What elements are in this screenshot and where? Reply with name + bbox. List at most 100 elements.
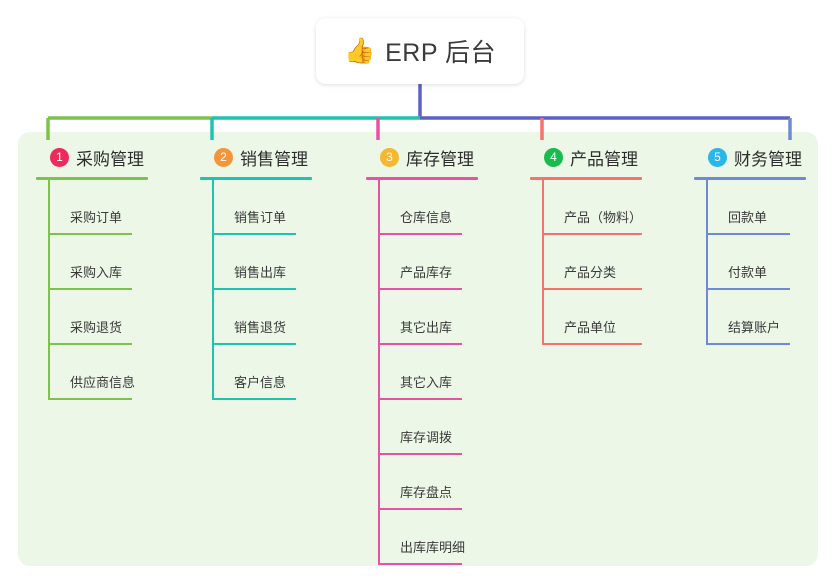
column-items: 采购订单采购入库采购退货供应商信息 (36, 180, 148, 400)
column-title: 采购管理 (76, 149, 144, 169)
list-item-label: 产品（物料） (564, 210, 643, 225)
list-item[interactable]: 采购入库 (36, 235, 148, 290)
list-item-label: 销售退货 (234, 320, 287, 335)
column-items: 销售订单销售出库销售退货客户信息 (200, 180, 312, 400)
list-item[interactable]: 结算账户 (694, 290, 806, 345)
list-item-label: 采购订单 (70, 210, 123, 225)
list-item-rule (48, 288, 132, 290)
list-item[interactable]: 仓库信息 (366, 180, 478, 235)
list-item[interactable]: 销售出库 (200, 235, 312, 290)
list-item[interactable]: 产品库存 (366, 235, 478, 290)
column-title: 库存管理 (406, 149, 474, 169)
list-item-rule (542, 343, 642, 345)
list-item-label: 回款单 (728, 210, 768, 225)
column-items: 回款单付款单结算账户 (694, 180, 806, 345)
column-title: 产品管理 (570, 149, 638, 169)
list-item[interactable]: 销售退货 (200, 290, 312, 345)
list-item[interactable]: 销售订单 (200, 180, 312, 235)
column-number-badge: 3 (380, 147, 399, 167)
list-item-label: 采购入库 (70, 265, 123, 280)
column-underline (36, 177, 148, 180)
list-item-rule (212, 288, 296, 290)
list-item[interactable]: 产品（物料） (530, 180, 642, 235)
list-item[interactable]: 库存调拨 (366, 400, 478, 455)
column-number-badge: 2 (214, 147, 233, 167)
list-item-rule (542, 233, 642, 235)
list-item[interactable]: 产品单位 (530, 290, 642, 345)
column-header[interactable]: 2 销售管理 (200, 144, 312, 170)
list-item-rule (212, 343, 296, 345)
column-number-badge: 1 (50, 147, 69, 167)
list-item[interactable]: 其它入库 (366, 345, 478, 400)
list-item-rule (48, 398, 132, 400)
column-header[interactable]: 3 库存管理 (366, 144, 478, 170)
column-spine (48, 180, 50, 400)
list-item[interactable]: 客户信息 (200, 345, 312, 400)
list-item-rule (378, 398, 462, 400)
column-spine (378, 180, 380, 565)
list-item-label: 结算账户 (728, 320, 781, 335)
list-item[interactable]: 产品分类 (530, 235, 642, 290)
list-item-rule (378, 288, 462, 290)
list-item-label: 供应商信息 (70, 375, 136, 390)
list-item-label: 产品库存 (400, 265, 453, 280)
column-underline (366, 177, 478, 180)
list-item[interactable]: 供应商信息 (36, 345, 148, 400)
list-item[interactable]: 采购退货 (36, 290, 148, 345)
column-items: 仓库信息产品库存其它出库其它入库库存调拨库存盘点出库库明细 (366, 180, 478, 565)
list-item-label: 客户信息 (234, 375, 287, 390)
list-item-label: 其它出库 (400, 320, 453, 335)
list-item-rule (378, 453, 462, 455)
column-4: 4 产品管理产品（物料） 产品分类产品单位 (530, 144, 642, 345)
column-title: 销售管理 (240, 149, 308, 169)
column-spine (212, 180, 214, 400)
list-item-rule (706, 343, 790, 345)
list-item-label: 库存盘点 (400, 485, 453, 500)
column-title: 财务管理 (734, 149, 802, 169)
thumbs-up-icon: 👍 (343, 36, 376, 65)
list-item-label: 销售出库 (234, 265, 287, 280)
column-1: 1 采购管理采购订单采购入库采购退货供应商信息 (36, 144, 148, 400)
column-2: 2 销售管理销售订单销售出库销售退货客户信息 (200, 144, 312, 400)
list-item[interactable]: 回款单 (694, 180, 806, 235)
list-item[interactable]: 采购订单 (36, 180, 148, 235)
root-title: ERP 后台 (385, 39, 497, 67)
list-item[interactable]: 其它出库 (366, 290, 478, 345)
column-number-badge: 5 (708, 147, 727, 167)
list-item[interactable]: 付款单 (694, 235, 806, 290)
column-3: 3 库存管理仓库信息产品库存其它出库其它入库库存调拨库存盘点出库库明细 (366, 144, 478, 565)
list-item-label: 产品分类 (564, 265, 617, 280)
list-item-rule (706, 233, 790, 235)
list-item[interactable]: 出库库明细 (366, 510, 478, 565)
list-item-rule (212, 398, 296, 400)
column-underline (694, 177, 806, 180)
list-item-label: 付款单 (728, 265, 768, 280)
column-header[interactable]: 4 产品管理 (530, 144, 642, 170)
list-item-label: 其它入库 (400, 375, 453, 390)
column-underline (530, 177, 642, 180)
list-item-label: 出库库明细 (400, 540, 466, 555)
column-underline (200, 177, 312, 180)
list-item-rule (378, 508, 462, 510)
column-spine (706, 180, 708, 345)
list-item-label: 采购退货 (70, 320, 123, 335)
column-header[interactable]: 1 采购管理 (36, 144, 148, 170)
root-node[interactable]: 👍 ERP 后台 (316, 18, 524, 84)
list-item-rule (378, 233, 462, 235)
column-items: 产品（物料） 产品分类产品单位 (530, 180, 642, 345)
column-header[interactable]: 5 财务管理 (694, 144, 806, 170)
list-item-rule (212, 233, 296, 235)
list-item-rule (378, 563, 462, 565)
list-item-label: 仓库信息 (400, 210, 453, 225)
column-spine (542, 180, 544, 345)
list-item[interactable]: 库存盘点 (366, 455, 478, 510)
list-item-label: 库存调拨 (400, 430, 453, 445)
list-item-rule (48, 343, 132, 345)
column-5: 5 财务管理回款单付款单结算账户 (694, 144, 806, 345)
list-item-rule (706, 288, 790, 290)
list-item-rule (48, 233, 132, 235)
column-number-badge: 4 (544, 147, 563, 167)
list-item-label: 销售订单 (234, 210, 287, 225)
list-item-rule (542, 288, 642, 290)
